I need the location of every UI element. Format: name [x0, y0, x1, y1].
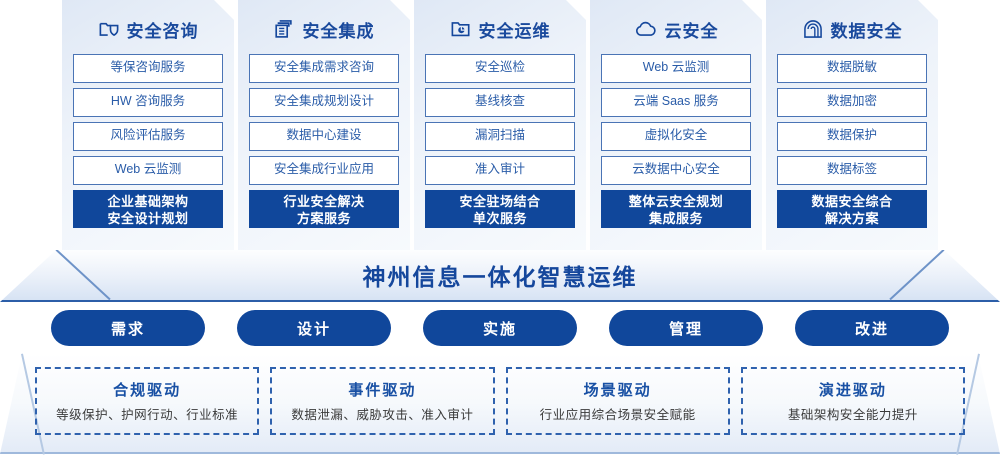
phase-pill-design[interactable]: 设计	[237, 310, 391, 346]
banner-title: 神州信息一体化智慧运维	[362, 264, 638, 290]
highlight-line-2: 解决方案	[824, 211, 879, 226]
service-column-cloud-security[interactable]: 云安全 Web 云监测 云端 Saas 服务 虚拟化安全 云数据中心安全 整体云…	[590, 0, 762, 252]
column-title: 安全运维	[478, 21, 551, 41]
service-columns: 安全咨询 等保咨询服务 HW 咨询服务 风险评估服务 Web 云监测 企业基础架…	[0, 0, 1000, 252]
highlight-line-2: 单次服务	[472, 211, 527, 226]
column-header: 安全集成	[249, 8, 399, 50]
service-highlight[interactable]: 企业基础架构 安全设计规划	[73, 190, 223, 228]
service-item[interactable]: Web 云监测	[73, 156, 223, 185]
phase-pill-implementation[interactable]: 实施	[423, 310, 577, 346]
service-column-security-consulting[interactable]: 安全咨询 等保咨询服务 HW 咨询服务 风险评估服务 Web 云监测 企业基础架…	[62, 0, 234, 252]
service-item[interactable]: 安全巡检	[425, 54, 575, 83]
service-item[interactable]: 云端 Saas 服务	[601, 88, 751, 117]
column-title: 云安全	[664, 21, 719, 41]
service-item[interactable]: 云数据中心安全	[601, 156, 751, 185]
service-item[interactable]: Web 云监测	[601, 54, 751, 83]
driver-card-scenario[interactable]: 场景驱动 行业应用综合场景安全赋能	[505, 367, 730, 435]
highlight-line-1: 数据安全综合	[811, 194, 893, 209]
driver-title: 场景驱动	[583, 382, 652, 399]
highlight-line-1: 企业基础架构	[107, 194, 189, 209]
folder-chart-icon	[450, 18, 472, 40]
phase-list: 需求 设计 实施 管理 改进	[0, 310, 1000, 346]
service-column-data-security[interactable]: 数据安全 数据脱敏 数据加密 数据保护 数据标签 数据安全综合 解决方案	[766, 0, 938, 252]
fingerprint-icon	[802, 18, 824, 40]
service-item[interactable]: 基线核查	[425, 88, 575, 117]
driver-card-evolution[interactable]: 演进驱动 基础架构安全能力提升	[740, 367, 965, 435]
service-item[interactable]: 数据标签	[777, 156, 927, 185]
column-title: 安全集成	[302, 21, 375, 41]
service-highlight[interactable]: 行业安全解决 方案服务	[249, 190, 399, 228]
service-item[interactable]: 准入审计	[425, 156, 575, 185]
platform-banner: 神州信息一体化智慧运维	[0, 250, 1000, 302]
driver-card-incident[interactable]: 事件驱动 数据泄漏、威胁攻击、准入审计	[270, 367, 495, 435]
column-title: 安全咨询	[126, 21, 199, 41]
service-highlight[interactable]: 整体云安全规划 集成服务	[601, 190, 751, 228]
service-item[interactable]: 风险评估服务	[73, 122, 223, 151]
drivers-section: 合规驱动 等级保护、护网行动、行业标准 事件驱动 数据泄漏、威胁攻击、准入审计 …	[0, 354, 1000, 454]
column-header: 云安全	[601, 8, 751, 50]
highlight-line-2: 集成服务	[648, 211, 703, 226]
service-item[interactable]: 安全集成需求咨询	[249, 54, 399, 83]
highlight-line-1: 安全驻场结合	[459, 194, 541, 209]
highlight-line-2: 安全设计规划	[107, 211, 189, 226]
service-item[interactable]: 数据加密	[777, 88, 927, 117]
service-item[interactable]: HW 咨询服务	[73, 88, 223, 117]
service-item[interactable]: 数据中心建设	[249, 122, 399, 151]
driver-title: 事件驱动	[348, 382, 417, 399]
driver-card-compliance[interactable]: 合规驱动 等级保护、护网行动、行业标准	[35, 367, 260, 435]
service-column-security-integration[interactable]: 安全集成 安全集成需求咨询 安全集成规划设计 数据中心建设 安全集成行业应用 行…	[238, 0, 410, 252]
driver-subtitle: 数据泄漏、威胁攻击、准入审计	[291, 408, 474, 422]
highlight-line-1: 行业安全解决	[283, 194, 365, 209]
column-header: 安全运维	[425, 8, 575, 50]
driver-title: 合规驱动	[113, 382, 182, 399]
service-item[interactable]: 数据保护	[777, 122, 927, 151]
cloud-icon	[634, 18, 658, 40]
column-title: 数据安全	[830, 21, 903, 41]
service-item[interactable]: 虚拟化安全	[601, 122, 751, 151]
driver-subtitle: 等级保护、护网行动、行业标准	[56, 408, 239, 422]
folder-shield-icon	[98, 18, 120, 40]
service-highlight[interactable]: 安全驻场结合 单次服务	[425, 190, 575, 228]
driver-subtitle: 基础架构安全能力提升	[787, 408, 918, 422]
service-highlight[interactable]: 数据安全综合 解决方案	[777, 190, 927, 228]
phase-pill-improvement[interactable]: 改进	[795, 310, 949, 346]
column-header: 数据安全	[777, 8, 927, 50]
service-item[interactable]: 数据脱敏	[777, 54, 927, 83]
driver-title: 演进驱动	[818, 382, 887, 399]
highlight-line-1: 整体云安全规划	[628, 194, 724, 209]
service-item[interactable]: 漏洞扫描	[425, 122, 575, 151]
drivers-list: 合规驱动 等级保护、护网行动、行业标准 事件驱动 数据泄漏、威胁攻击、准入审计 …	[0, 354, 1000, 454]
phase-pill-management[interactable]: 管理	[609, 310, 763, 346]
column-header: 安全咨询	[73, 8, 223, 50]
documents-stack-icon	[274, 18, 296, 40]
highlight-line-2: 方案服务	[296, 211, 351, 226]
service-item[interactable]: 安全集成规划设计	[249, 88, 399, 117]
driver-subtitle: 行业应用综合场景安全赋能	[539, 408, 696, 422]
service-item[interactable]: 等保咨询服务	[73, 54, 223, 83]
service-item[interactable]: 安全集成行业应用	[249, 156, 399, 185]
phase-pill-requirement[interactable]: 需求	[51, 310, 205, 346]
service-column-security-operations[interactable]: 安全运维 安全巡检 基线核查 漏洞扫描 准入审计 安全驻场结合 单次服务	[414, 0, 586, 252]
